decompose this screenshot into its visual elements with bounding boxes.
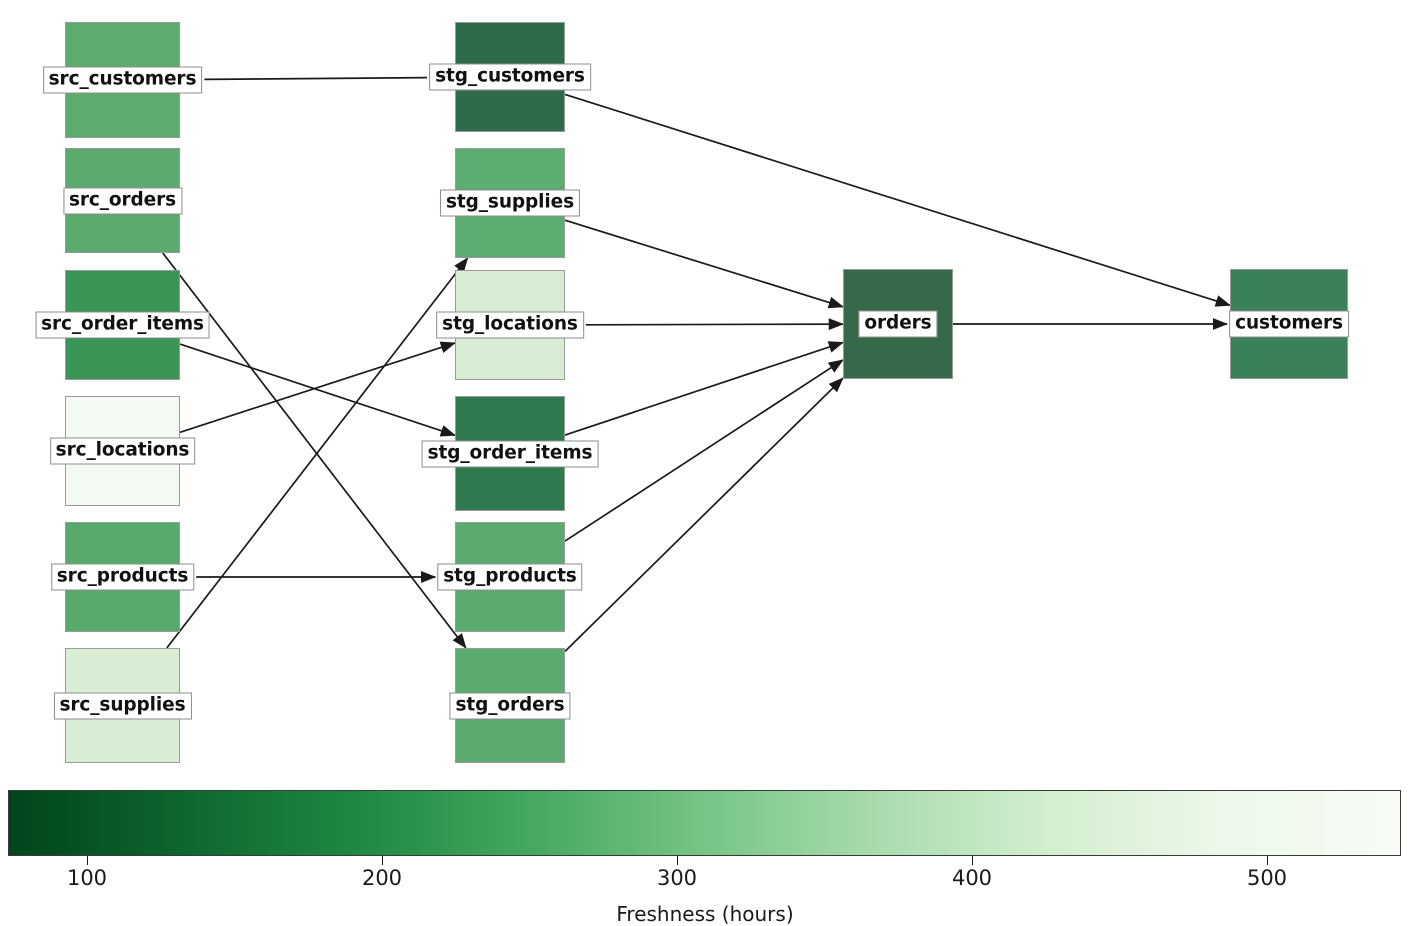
colorbar-tick-line-400 bbox=[972, 856, 974, 865]
node-label-src_locations: src_locations bbox=[49, 437, 196, 465]
edges-group bbox=[162, 76, 1231, 653]
edge-layer bbox=[162, 76, 1231, 653]
colorbar-tick-label-300: 300 bbox=[656, 866, 698, 890]
colorbar-label: Freshness (hours) bbox=[616, 902, 794, 926]
colorbar-tick-line-300 bbox=[677, 856, 679, 865]
node-label-stg_customers: stg_customers bbox=[429, 63, 591, 91]
node-label-src_products: src_products bbox=[50, 563, 195, 591]
node-label-src_customers: src_customers bbox=[42, 66, 203, 94]
node-label-stg_products: stg_products bbox=[437, 563, 583, 591]
node-label-src_orders: src_orders bbox=[62, 187, 183, 214]
node-label-stg_order_items: stg_order_items bbox=[421, 440, 599, 467]
edge-stg_products-to-orders bbox=[564, 359, 844, 542]
edge-stg_supplies-to-orders bbox=[564, 219, 844, 309]
colorbar-tick-label-500: 500 bbox=[1246, 866, 1288, 890]
node-label-customers: customers bbox=[1229, 310, 1349, 338]
edge-src_supplies-to-stg_supplies bbox=[166, 257, 469, 649]
colorbar-tick-label-100: 100 bbox=[66, 866, 108, 890]
colorbar-tick-line-100 bbox=[87, 856, 89, 865]
colorbar-gradient bbox=[8, 790, 1401, 856]
edge-stg_locations-to-orders bbox=[585, 318, 845, 331]
colorbar-tick-line-500 bbox=[1267, 856, 1269, 865]
colorbar-tick-label-400: 400 bbox=[951, 866, 993, 890]
node-label-stg_locations: stg_locations bbox=[436, 311, 584, 339]
node-label-orders: orders bbox=[858, 310, 938, 338]
node-label-src_order_items: src_order_items bbox=[35, 311, 210, 339]
node-label-stg_supplies: stg_supplies bbox=[439, 189, 581, 217]
colorbar-ticks: 100 200 300 400 500 bbox=[0, 856, 1410, 896]
colorbar: 100 200 300 400 500 Freshness (hours) bbox=[0, 786, 1410, 926]
edge-stg_customers-to-customers bbox=[564, 93, 1231, 307]
edge-src_orders-to-stg_orders bbox=[162, 252, 467, 649]
edge-src_locations-to-stg_locations bbox=[179, 341, 456, 434]
node-label-stg_orders: stg_orders bbox=[449, 692, 571, 719]
node-label-src_supplies: src_supplies bbox=[53, 692, 192, 719]
edge-src_customers-to-stg_customers bbox=[204, 76, 428, 81]
edge-src_order_items-to-stg_order_items bbox=[179, 343, 456, 437]
colorbar-tick-line-200 bbox=[382, 856, 384, 865]
edge-stg_orders-to-orders bbox=[564, 377, 844, 653]
edge-stg_order_items-to-orders bbox=[564, 341, 844, 436]
colorbar-tick-label-200: 200 bbox=[361, 866, 403, 890]
